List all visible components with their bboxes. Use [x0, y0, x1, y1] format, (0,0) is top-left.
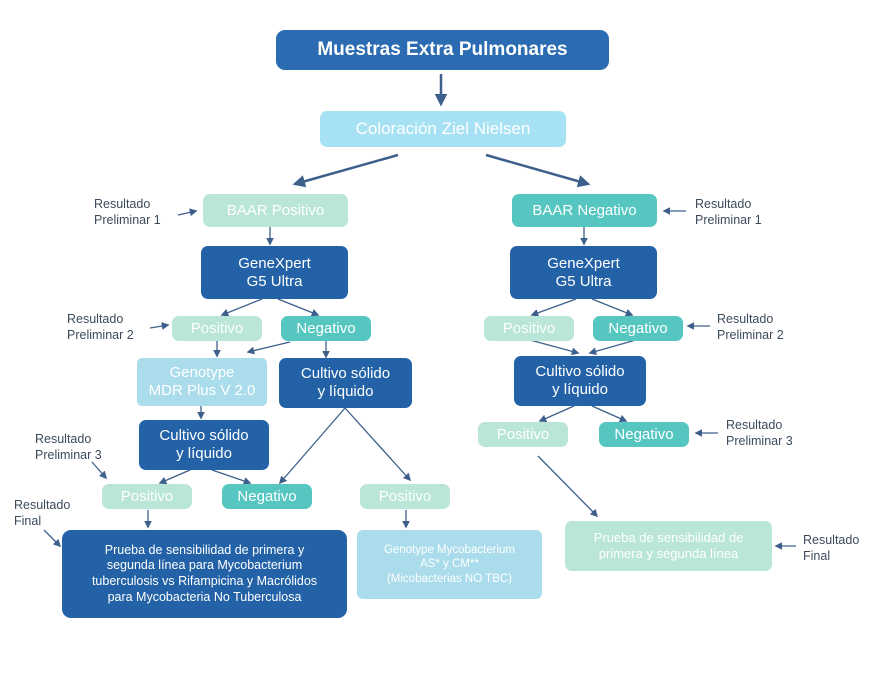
negativo-right-level2: Negativo	[593, 316, 683, 341]
baar-negativo-node: BAAR Negativo	[512, 194, 657, 227]
genexpert-left-node: GeneXpert G5 Ultra	[201, 246, 348, 299]
rp3-left-line1: Resultado	[35, 432, 92, 446]
cultivo-middle-node: Cultivo sólido y líquido	[279, 358, 412, 408]
cultivo-left-line1: Cultivo sólido	[159, 427, 249, 444]
label-resultado-preliminar2-right: Resultado Preliminar 2	[717, 311, 784, 344]
genexpert-right-node: GeneXpert G5 Ultra	[510, 246, 657, 299]
negativo-right-level3: Negativo	[599, 422, 689, 447]
cultivo-left-node: Cultivo sólido y líquido	[139, 420, 269, 470]
positivo-right-level3: Positivo	[478, 422, 568, 447]
negativo-left-level2: Negativo	[281, 316, 371, 341]
cultivo-left-line2: y líquido	[176, 445, 232, 462]
genexpert-right-line2: G5 Ultra	[555, 272, 612, 290]
cultivo-right-node: Cultivo sólido y líquido	[514, 356, 646, 406]
positivo-left-level2: Positivo	[172, 316, 262, 341]
genexpert-left-line1: GeneXpert	[238, 254, 311, 272]
prueba-sensibilidad-left-node: Prueba de sensibilidad de primera y segu…	[62, 530, 347, 618]
label-resultado-final-left: Resultado Final	[14, 497, 70, 530]
prueba-right-line2: primera y segunda línea	[598, 546, 739, 561]
cultivo-middle-line2: y líquido	[317, 383, 374, 400]
negativo-left-level3: Negativo	[222, 484, 312, 509]
rp3-right-line1: Resultado	[726, 418, 783, 432]
rf-right-line1: Resultado	[803, 533, 860, 547]
rf-left-line1: Resultado	[14, 498, 71, 512]
label-resultado-final-right: Resultado Final	[803, 532, 859, 565]
cultivo-right-line1: Cultivo sólido	[535, 363, 625, 380]
label-resultado-preliminar2-left: Resultado Preliminar 2	[67, 311, 134, 344]
rp1-right-line2: Preliminar 1	[695, 213, 762, 228]
genotype-myco-line2: AS* y CM**	[420, 558, 479, 571]
rp3-left-line2: Preliminar 3	[35, 448, 102, 463]
rp1-right-line1: Resultado	[695, 197, 752, 211]
rp2-left-line1: Resultado	[67, 312, 124, 326]
prueba-left-line2: segunda línea para Mycobacterium	[106, 558, 303, 573]
rp1-left-line1: Resultado	[94, 197, 151, 211]
prueba-left-line4: para Mycobacteria No Tuberculosa	[107, 589, 302, 604]
label-resultado-preliminar1-right: Resultado Preliminar 1	[695, 196, 762, 229]
positivo-middle-level3: Positivo	[360, 484, 450, 509]
rp3-right-line2: Preliminar 3	[726, 434, 793, 449]
cultivo-right-line2: y líquido	[552, 381, 608, 398]
prueba-left-line1: Prueba de sensibilidad de primera y	[104, 542, 305, 557]
genotype-myco-line3: (Micobacterias NO TBC)	[386, 572, 513, 585]
prueba-sensibilidad-right-node: Prueba de sensibilidad de primera y segu…	[565, 521, 772, 571]
positivo-left-level3: Positivo	[102, 484, 192, 509]
rp2-right-line1: Resultado	[717, 312, 774, 326]
label-resultado-preliminar1-left: Resultado Preliminar 1	[94, 196, 161, 229]
rp2-right-line2: Preliminar 2	[717, 328, 784, 343]
genotype-mycobacterium-node: Genotype Mycobacterium AS* y CM** (Micob…	[357, 530, 542, 599]
genotype-mdr-node: Genotype MDR Plus V 2.0	[137, 358, 267, 406]
prueba-left-line3: tuberculosis vs Rifampicina y Macrólidos	[91, 574, 318, 588]
title-muestras-extra-pulmonares: Muestras Extra Pulmonares	[276, 30, 609, 70]
rf-left-line2: Final	[14, 514, 42, 529]
arrow-coloracion-baarneg	[485, 153, 591, 188]
positivo-right-level2: Positivo	[484, 316, 574, 341]
label-resultado-preliminar3-right: Resultado Preliminar 3	[726, 417, 793, 450]
arrow-coloracion-baarpos	[292, 153, 399, 188]
baar-positivo-node: BAAR Positivo	[203, 194, 348, 227]
genotype-mdr-line1: Genotype	[169, 364, 235, 381]
rp1-left-line2: Preliminar 1	[94, 213, 161, 228]
label-resultado-preliminar3-left: Resultado Preliminar 3	[35, 431, 102, 464]
rp2-left-line2: Preliminar 2	[67, 328, 134, 343]
cultivo-middle-line1: Cultivo sólido	[300, 365, 391, 382]
genexpert-left-line2: G5 Ultra	[246, 272, 303, 290]
coloracion-ziel-nielsen-node: Coloración Ziel Nielsen	[320, 111, 566, 147]
genotype-mdr-line2: MDR Plus V 2.0	[148, 382, 256, 399]
rf-right-line2: Final	[803, 549, 831, 564]
prueba-right-line1: Prueba de sensibilidad de	[593, 529, 744, 545]
genotype-myco-line1: Genotype Mycobacterium	[383, 543, 516, 556]
genexpert-right-line1: GeneXpert	[547, 254, 620, 272]
